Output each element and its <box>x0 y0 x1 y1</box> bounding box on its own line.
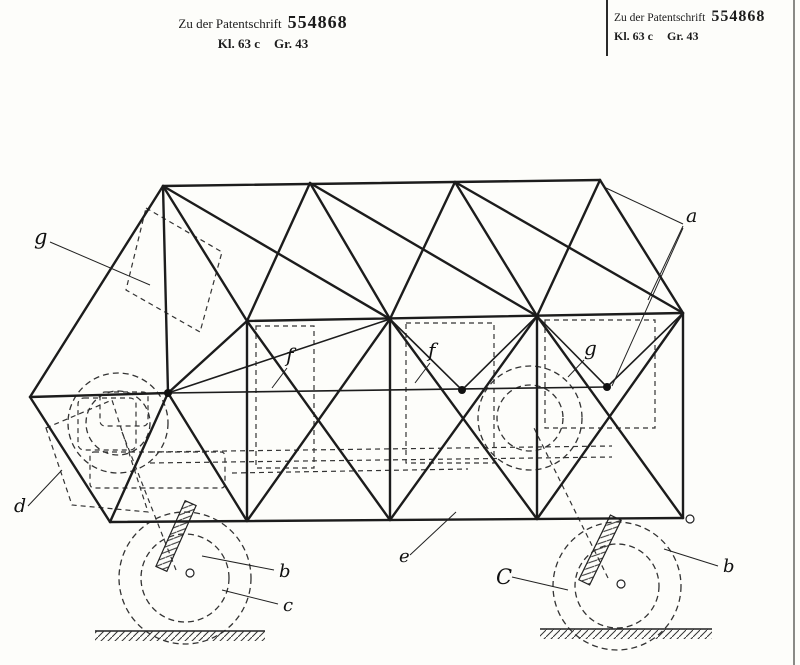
secondary-members <box>167 312 684 394</box>
label-f-left: f <box>284 343 297 367</box>
label-f-right: f <box>426 338 439 362</box>
header-right-label: Zu der Patentschrift <box>614 12 706 24</box>
header-divider-line <box>606 0 608 56</box>
header-right-line1: Zu der Patentschrift 554868 <box>614 8 794 26</box>
header-right-line2: Kl. 63 c Gr. 43 <box>614 29 794 44</box>
ground-left <box>95 630 265 641</box>
front-suspension-strut <box>155 499 197 573</box>
label-b-left: b <box>279 561 291 582</box>
label-g-top: g <box>34 225 47 249</box>
truss-frame <box>28 178 685 524</box>
header-left-class: Kl. 63 c <box>217 36 261 51</box>
header-left-group: Gr. 43 <box>274 36 309 51</box>
header-left: Zu der Patentschrift 554868 Kl. 63 c Gr. 4… <box>148 12 378 52</box>
label-g-right: g <box>584 336 597 360</box>
label-d: d <box>14 495 26 517</box>
joint-nodes <box>164 383 695 589</box>
rear-suspension-strut <box>578 514 622 586</box>
front-far-wheel <box>67 372 169 474</box>
header-right: Zu der Patentschrift 554868 Kl. 63 c Gr. 4… <box>614 8 794 44</box>
label-a: a <box>686 205 697 227</box>
rear-far-wheel <box>477 365 583 471</box>
figure-labels: g a f f g d e b b c C <box>14 205 735 616</box>
header-right-patent-number: 554868 <box>711 8 766 25</box>
label-c-left: c <box>283 595 293 616</box>
header-left-line2: Kl. 63 c Gr. 43 <box>148 36 378 52</box>
label-b-right: b <box>723 556 735 577</box>
page-edge-line <box>793 0 795 665</box>
header-left-line1: Zu der Patentschrift 554868 <box>148 12 378 33</box>
label-e: e <box>399 546 410 567</box>
label-c-right: C <box>496 565 512 589</box>
dashed-detail <box>45 207 656 579</box>
header-right-group: Gr. 43 <box>667 29 699 43</box>
leader-lines <box>27 187 719 605</box>
ground-right <box>540 628 712 639</box>
header-right-class: Kl. 63 c <box>614 29 653 43</box>
header-left-label: Zu der Patentschrift <box>178 16 282 31</box>
header-left-patent-number: 554868 <box>287 12 348 32</box>
